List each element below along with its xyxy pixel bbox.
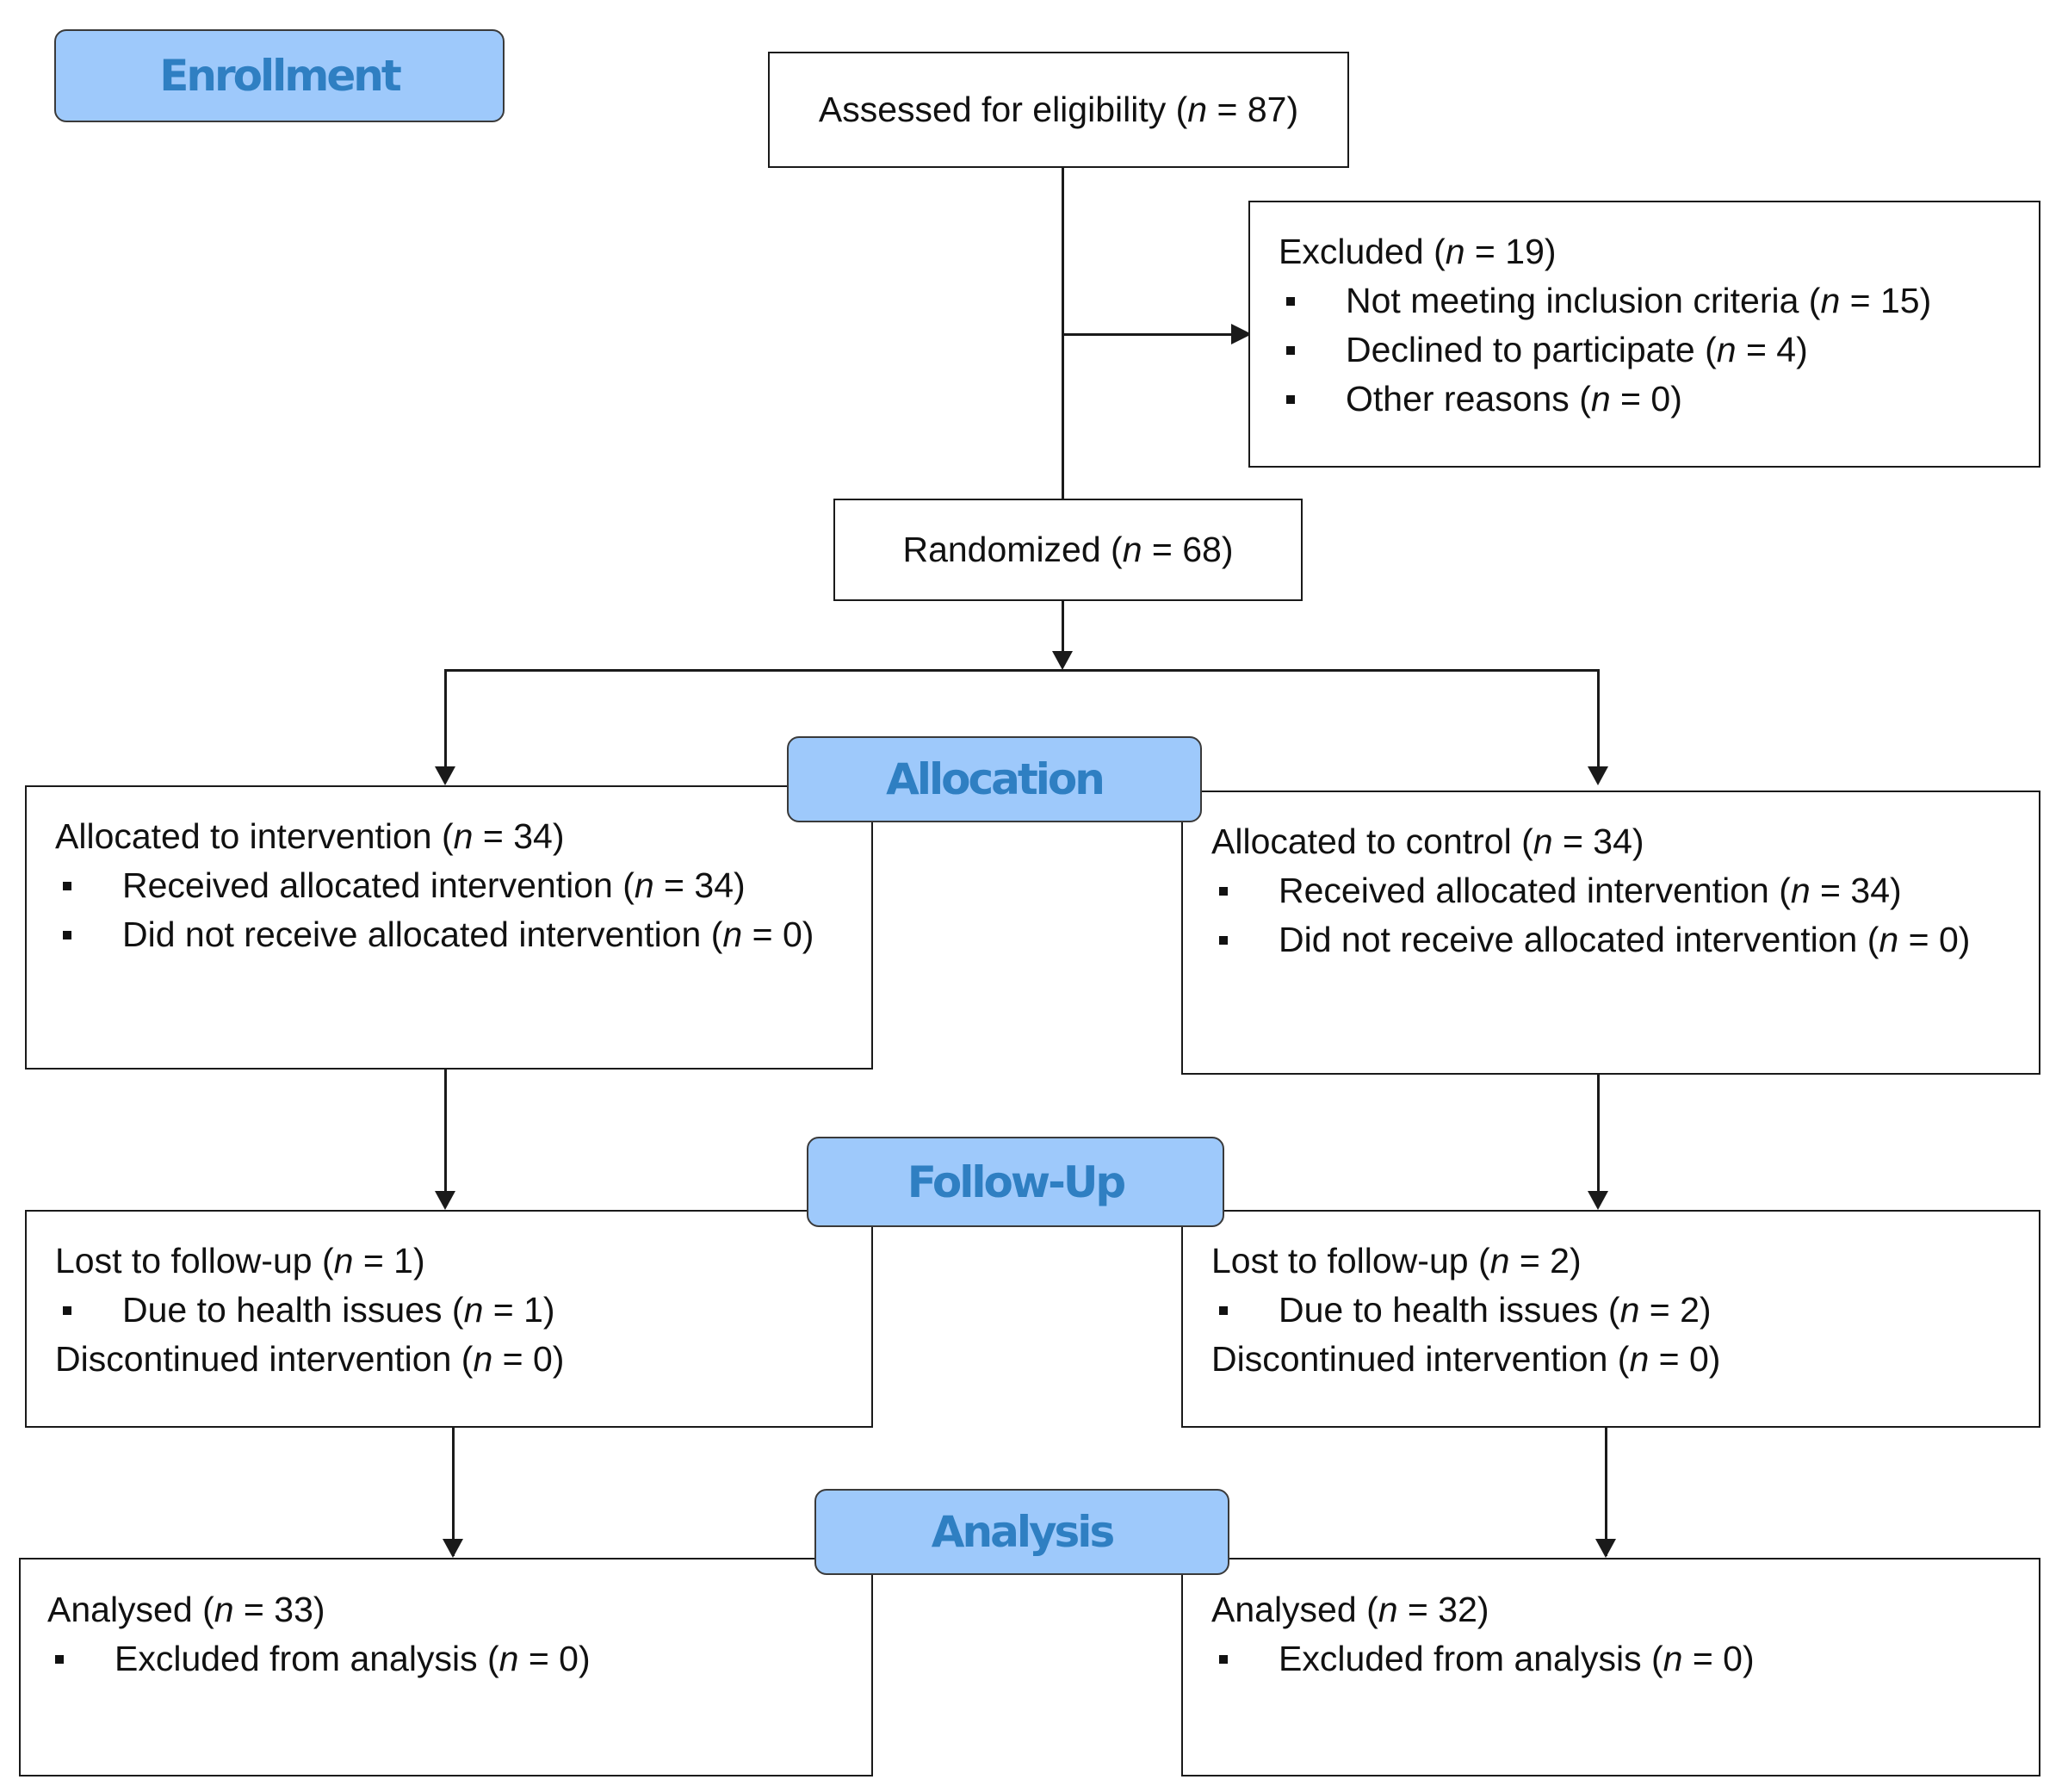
followup-control-box: Lost to follow-up (n = 2) Due to health … (1181, 1210, 2040, 1428)
analysis-control-header: Analysed (n = 32) (1211, 1590, 1489, 1629)
arrow-to-followup-control (1588, 1191, 1608, 1210)
followup-control-discontinued: Discontinued intervention (n = 0) (1211, 1339, 1721, 1379)
arrow-to-analysis-control (1595, 1539, 1616, 1558)
connector-allocation-to-followup-right (1597, 1073, 1600, 1191)
arrow-to-analysis-intervention (443, 1539, 463, 1558)
excluded-item: Not meeting inclusion criteria (n = 15) (1279, 276, 2039, 326)
connector-followup-to-analysis-left (452, 1427, 455, 1556)
followup-intervention-discontinued: Discontinued intervention (n = 0) (55, 1339, 565, 1379)
arrow-randomized-down (1052, 651, 1073, 670)
excluded-item: Other reasons (n = 0) (1279, 375, 2039, 424)
randomized-box: Randomized (n = 68) (833, 499, 1303, 601)
assessed-box: Assessed for eligibility (n = 87) (768, 52, 1349, 168)
connector-split-left (444, 669, 447, 766)
connector-to-excluded (1062, 333, 1245, 336)
allocation-intervention-header: Allocated to intervention (n = 34) (55, 816, 565, 856)
allocation-intervention-item: Received allocated intervention (n = 34) (55, 861, 871, 910)
phase-label-follow-up: Follow-Up (807, 1137, 1224, 1227)
excluded-header: Excluded (n = 19) (1279, 232, 1557, 271)
analysis-intervention-header: Analysed (n = 33) (47, 1590, 325, 1629)
allocation-control-item: Did not receive allocated intervention (… (1211, 915, 2039, 964)
connector-allocation-to-followup-left (444, 1069, 447, 1191)
phase-label-allocation: Allocation (787, 736, 1202, 822)
arrow-to-allocation-control (1588, 766, 1608, 785)
allocation-control-header: Allocated to control (n = 34) (1211, 822, 1644, 861)
arrow-to-followup-intervention (435, 1191, 455, 1210)
followup-intervention-lost: Lost to follow-up (n = 1) (55, 1241, 425, 1280)
analysis-control-item: Excluded from analysis (n = 0) (1211, 1634, 2039, 1683)
followup-intervention-item: Due to health issues (n = 1) (55, 1286, 871, 1335)
followup-control-item: Due to health issues (n = 2) (1211, 1286, 2039, 1335)
allocation-control-item: Received allocated intervention (n = 34) (1211, 866, 2039, 915)
analysis-intervention-box: Analysed (n = 33) Excluded from analysis… (19, 1558, 873, 1776)
analysis-control-box: Analysed (n = 32) Excluded from analysis… (1181, 1558, 2040, 1776)
connector-randomized-down (1062, 600, 1064, 652)
arrow-to-allocation-intervention (435, 766, 455, 785)
allocation-intervention-item: Did not receive allocated intervention (… (55, 910, 871, 959)
phase-label-analysis: Analysis (814, 1489, 1229, 1575)
connector-followup-to-analysis-right (1605, 1427, 1607, 1556)
excluded-item: Declined to participate (n = 4) (1279, 326, 2039, 375)
analysis-intervention-item: Excluded from analysis (n = 0) (47, 1634, 871, 1683)
excluded-box: Excluded (n = 19) Not meeting inclusion … (1248, 201, 2040, 468)
assessed-text: Assessed for eligibility (n = 87) (818, 90, 1299, 129)
followup-intervention-box: Lost to follow-up (n = 1) Due to health … (25, 1210, 873, 1428)
connector-split (444, 669, 1598, 672)
phase-label-enrollment: Enrollment (54, 29, 505, 122)
randomized-text: Randomized (n = 68) (902, 530, 1234, 569)
followup-control-lost: Lost to follow-up (n = 2) (1211, 1241, 1582, 1280)
allocation-intervention-box: Allocated to intervention (n = 34) Recei… (25, 785, 873, 1070)
connector-split-right (1597, 669, 1600, 766)
allocation-control-box: Allocated to control (n = 34) Received a… (1181, 791, 2040, 1075)
